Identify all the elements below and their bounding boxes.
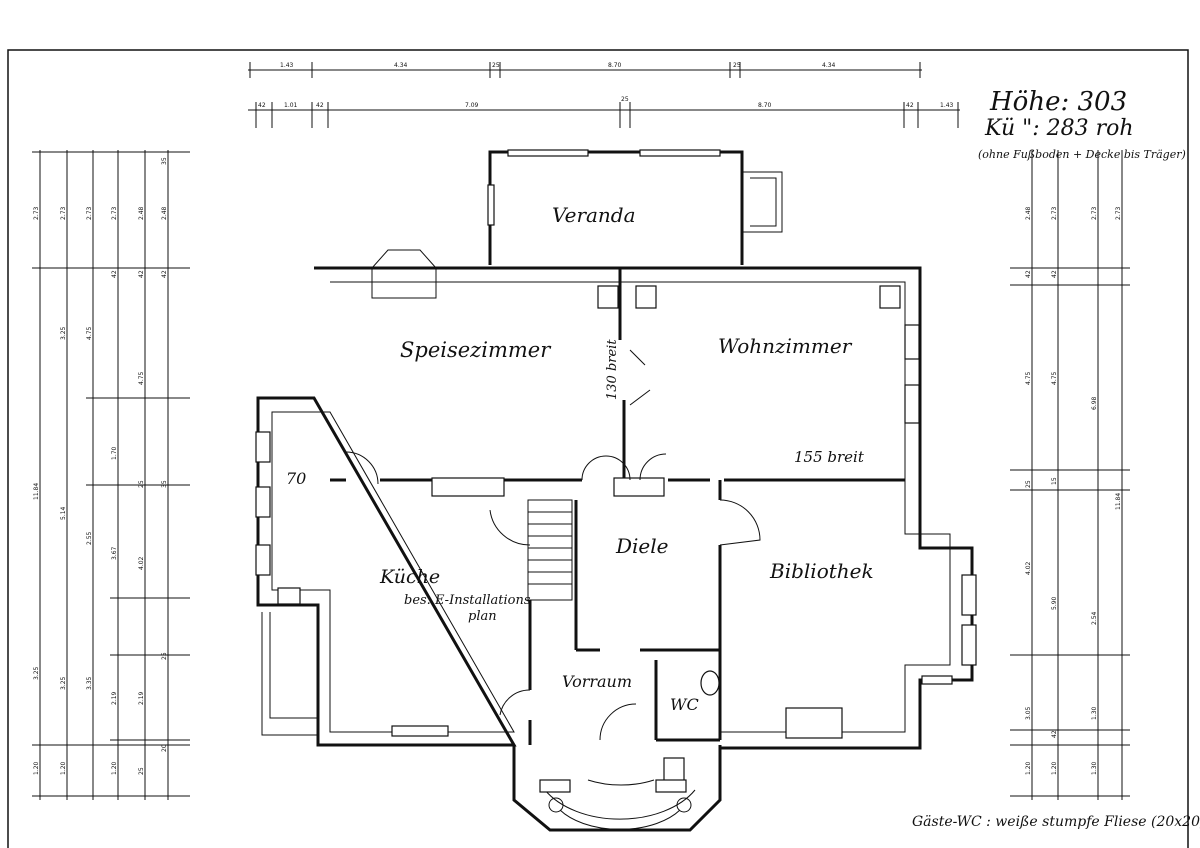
dim-left6-a: 35 xyxy=(161,157,168,165)
room-wc: WC xyxy=(670,695,699,714)
dim-top2-g: 42 xyxy=(906,102,914,109)
dim-left5-e: 4.02 xyxy=(138,556,145,570)
ceiling-note: Kü ": 283 roh xyxy=(984,116,1134,141)
dim-left5-d: 25 xyxy=(138,480,145,488)
dim-left5-g: 25 xyxy=(138,767,145,775)
dim-right1-g: 1.20 xyxy=(1025,761,1032,775)
sheet-border xyxy=(7,49,1189,848)
room-wohnzimmer: Wohnzimmer xyxy=(718,334,853,358)
dim-right2-b: 42 xyxy=(1051,270,1058,278)
right-dimension-lines: 2.48 42 4.75 25 4.02 3.05 1.20 2.73 42 4… xyxy=(1010,150,1130,800)
dim-right2-d: 15 xyxy=(1051,477,1058,485)
dim-top1-b: 4.34 xyxy=(394,62,408,69)
dim-left5-a: 2.48 xyxy=(138,206,145,220)
dim-left4-f: 1.20 xyxy=(111,761,118,775)
height-note: Höhe: 303 xyxy=(989,87,1127,117)
ceiling-note-detail: (ohne Fußboden + Decke bis Träger) xyxy=(978,148,1186,161)
floor-plan xyxy=(255,149,977,832)
dim-left2-e: 1.20 xyxy=(60,761,67,775)
dim-right1-f: 3.05 xyxy=(1025,706,1032,720)
dim-right2-g: 1.20 xyxy=(1051,761,1058,775)
dim-left6-e: 25 xyxy=(161,652,168,660)
dim-left4-b: 42 xyxy=(111,270,118,278)
dim-left6-b: 2.48 xyxy=(161,206,168,220)
dim-right2-f: 42 xyxy=(1051,730,1058,738)
dim-top2-a: 42 xyxy=(258,102,266,109)
dim-left5-c: 4.75 xyxy=(138,371,145,385)
dim-right3-e: 1.30 xyxy=(1091,761,1098,775)
room-vorraum: Vorraum xyxy=(562,672,632,691)
dim-right3-d: 1.30 xyxy=(1091,706,1098,720)
top-dimension-lines: 1.43 4.34 25 8.70 25 4.34 42 1.01 42 7.0… xyxy=(248,62,960,128)
dim-left4-c: 1.70 xyxy=(111,446,118,460)
dim-left5-b: 42 xyxy=(138,270,145,278)
dim-right2-c: 4.75 xyxy=(1051,371,1058,385)
dim-top2-b: 1.01 xyxy=(284,102,298,109)
dim-left1-d: 1.20 xyxy=(33,761,40,775)
dim-top1-f: 4.34 xyxy=(822,62,836,69)
dim-top1-a: 1.43 xyxy=(280,62,294,69)
dim-left6-c: 42 xyxy=(161,270,168,278)
dim-left4-d: 3.67 xyxy=(111,546,118,560)
dim-right1-b: 42 xyxy=(1025,270,1032,278)
dim-right2-e: 5.90 xyxy=(1051,596,1058,610)
outer-walls xyxy=(256,266,974,750)
dim-left1-a: 2.73 xyxy=(33,206,40,220)
dim-top2-e: 25 xyxy=(621,96,629,103)
room-speisezimmer: Speisezimmer xyxy=(400,338,552,362)
dim-top2-h: 1.43 xyxy=(940,102,954,109)
opening-155-label: 155 breit xyxy=(794,448,865,466)
dim-left6-f: 20 xyxy=(161,744,168,752)
room-diele: Diele xyxy=(615,534,669,558)
room-kueche: Küche xyxy=(379,566,440,588)
dim-left2-c: 5.14 xyxy=(60,506,67,520)
dim-top1-e: 25 xyxy=(733,62,741,69)
left-dimension-lines: 2.73 11.84 3.25 1.20 2.73 3.25 5.14 3.25… xyxy=(32,150,190,800)
dim-left1-c: 3.25 xyxy=(33,666,40,680)
opening-70-label: 70 xyxy=(286,469,306,488)
dim-right3-a: 2.73 xyxy=(1091,206,1098,220)
dim-left3-c: 2.55 xyxy=(86,531,93,545)
dim-right1-c: 4.75 xyxy=(1025,371,1032,385)
dim-right3-b: 6.98 xyxy=(1091,396,1098,410)
stairs xyxy=(527,499,573,601)
dim-top2-d: 7.09 xyxy=(465,102,479,109)
kitchen-note-1: bes. E-Installations xyxy=(404,593,531,608)
dim-right4-b: 11.84 xyxy=(1115,493,1122,510)
dim-left4-a: 2.73 xyxy=(111,206,118,220)
dim-right1-e: 4.02 xyxy=(1025,561,1032,575)
dim-top1-c: 25 xyxy=(492,62,500,69)
dim-top2-f: 8.70 xyxy=(758,102,772,109)
dim-right2-a: 2.73 xyxy=(1051,206,1058,220)
dim-right1-d: 25 xyxy=(1025,480,1032,488)
dim-left1-b: 11.84 xyxy=(33,483,40,500)
dim-top2-c: 42 xyxy=(316,102,324,109)
dim-left2-d: 3.25 xyxy=(60,676,67,690)
dim-right1-a: 2.48 xyxy=(1025,206,1032,220)
dim-right3-c: 2.54 xyxy=(1091,611,1098,625)
dim-left5-f: 2.19 xyxy=(138,691,145,705)
dim-left6-d: 35 xyxy=(161,480,168,488)
room-veranda: Veranda xyxy=(552,203,636,227)
opening-130-label: 130 breit xyxy=(605,339,620,400)
fireplace xyxy=(371,249,437,299)
dim-left2-a: 2.73 xyxy=(60,206,67,220)
kitchen-note-2: plan xyxy=(468,609,497,624)
dim-top1-d: 8.70 xyxy=(608,62,622,69)
guest-wc-note: Gäste-WC : weiße stumpfe Fliese (20x20) xyxy=(912,814,1200,830)
dim-left3-a: 2.73 xyxy=(86,206,93,220)
room-bibliothek: Bibliothek xyxy=(769,559,874,583)
dim-left3-b: 4.75 xyxy=(86,326,93,340)
dim-left2-b: 3.25 xyxy=(60,326,67,340)
dim-left3-d: 3.35 xyxy=(86,676,93,690)
dim-right4-a: 2.73 xyxy=(1115,206,1122,220)
dim-left4-e: 2.19 xyxy=(111,691,118,705)
